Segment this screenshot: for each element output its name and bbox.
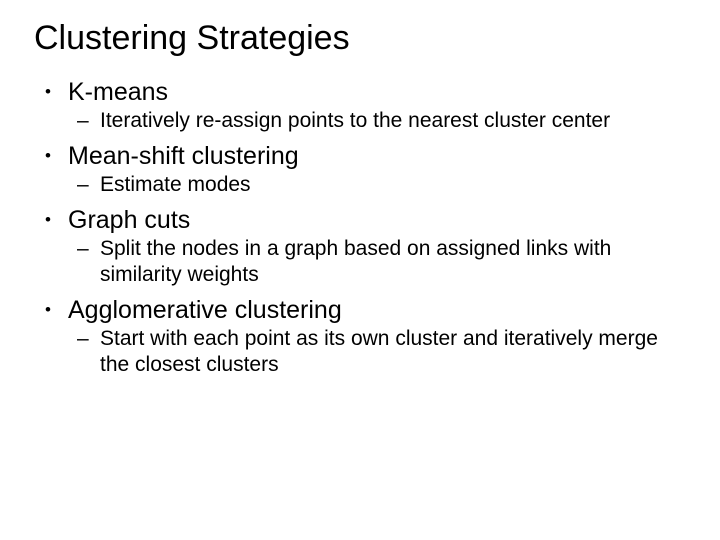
- bullet-item-mean-shift-clustering: • Mean-shift clustering: [0, 140, 720, 172]
- bullet-label: Agglomerative clustering: [68, 296, 342, 324]
- bullet-glyph-icon: •: [45, 300, 51, 319]
- sub-bullet-label: Estimate modes: [100, 173, 251, 196]
- dash-glyph-icon: –: [77, 327, 89, 350]
- dash-glyph-icon: –: [77, 109, 89, 132]
- bullet-group-agglomerative-clustering: • Agglomerative clustering – Start with …: [0, 294, 720, 378]
- bullet-glyph-icon: •: [45, 210, 51, 229]
- dash-glyph-icon: –: [77, 237, 89, 260]
- bullet-label: Graph cuts: [68, 206, 191, 234]
- bullet-item-graph-cuts: • Graph cuts: [0, 204, 720, 236]
- bullet-glyph-icon: •: [45, 146, 51, 165]
- dash-glyph-icon: –: [77, 173, 89, 196]
- slide-title: Clustering Strategies: [34, 19, 350, 57]
- bullet-group-mean-shift-clustering: • Mean-shift clustering – Estimate modes: [0, 140, 720, 204]
- bullet-label: Mean-shift clustering: [68, 142, 299, 170]
- sub-bullet-label: Start with each point as its own cluster…: [100, 327, 658, 376]
- sub-bullet-item: – Iteratively re-assign points to the ne…: [0, 108, 720, 134]
- bullet-group-graph-cuts: • Graph cuts – Split the nodes in a grap…: [0, 204, 720, 294]
- bullet-group-k-means: • K-means – Iteratively re-assign points…: [0, 76, 720, 140]
- bullet-item-agglomerative-clustering: • Agglomerative clustering: [0, 294, 720, 326]
- sub-bullet-item: – Start with each point as its own clust…: [0, 326, 720, 378]
- slide-body: • K-means – Iteratively re-assign points…: [0, 76, 720, 378]
- sub-bullet-item: – Estimate modes: [0, 172, 720, 198]
- sub-bullet-label: Split the nodes in a graph based on assi…: [100, 237, 612, 286]
- bullet-glyph-icon: •: [45, 82, 51, 101]
- sub-bullet-label: Iteratively re-assign points to the near…: [100, 109, 611, 132]
- bullet-item-k-means: • K-means: [0, 76, 720, 108]
- sub-bullet-item: – Split the nodes in a graph based on as…: [0, 236, 720, 288]
- bullet-label: K-means: [68, 78, 169, 106]
